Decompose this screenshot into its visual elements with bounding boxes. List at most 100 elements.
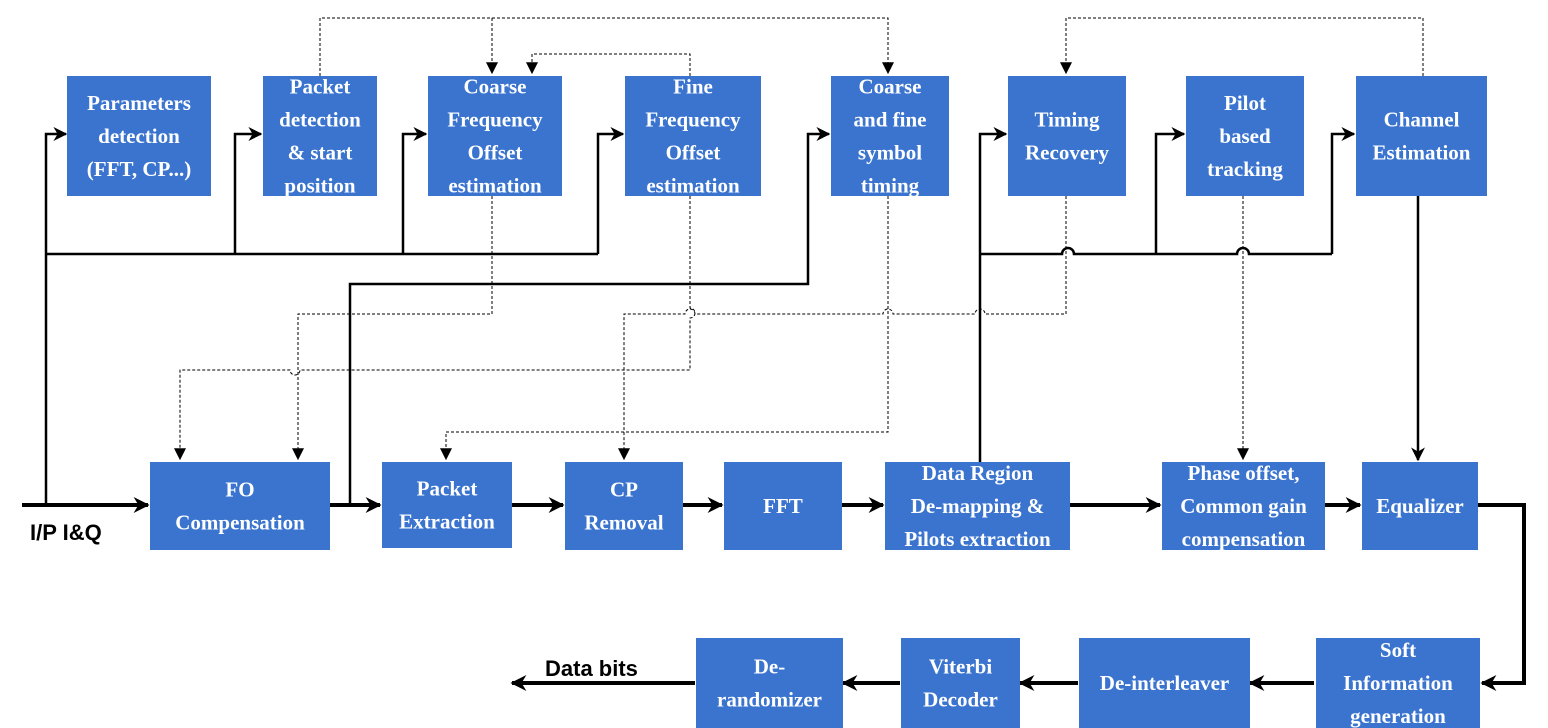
- block-phase-offset-line-3: compensation: [1182, 527, 1306, 551]
- block-params-line-2: detection: [98, 124, 180, 148]
- feedback-finefo-to-coarsefo: [526, 53, 691, 76]
- output-label: Data bits: [545, 656, 638, 681]
- block-symbol-timing-line-1: Coarse: [859, 75, 922, 99]
- block-packet-extract-line-2: Extraction: [399, 510, 495, 534]
- block-pilot-tracking-rect: [1186, 76, 1304, 196]
- input-label: I/P I&Q: [30, 520, 102, 545]
- block-soft-info-line-3: generation: [1350, 704, 1446, 728]
- block-deinterleaver-line-1: De-interleaver: [1100, 671, 1229, 695]
- block-params-line-1: Parameters: [87, 91, 191, 115]
- block-equalizer: Equalizer: [1362, 462, 1478, 550]
- block-data-region-rect: [885, 462, 1070, 550]
- block-params-rect: [67, 76, 211, 196]
- block-phase-offset: Phase offset, Common gain compensation: [1162, 461, 1325, 551]
- block-fine-fo-line-3: Offset: [666, 141, 721, 165]
- block-pilot-tracking: Pilot based tracking: [1186, 76, 1304, 196]
- block-deinterleaver-rect: [1079, 638, 1250, 728]
- block-timing-recovery-line-1: Timing: [1035, 108, 1100, 132]
- block-packet-extract-rect: [382, 462, 512, 548]
- block-cp-removal: CP Removal: [565, 462, 683, 550]
- block-data-region-line-1: Data Region: [922, 461, 1034, 485]
- block-soft-info-line-2: Information: [1343, 671, 1453, 695]
- block-cp-removal-line-1: CP: [610, 478, 638, 502]
- block-fo-comp-line-2: Compensation: [175, 511, 305, 535]
- block-cp-removal-rect: [565, 462, 683, 550]
- block-fft-rect: [724, 462, 842, 550]
- block-coarse-fo-rect: [428, 76, 562, 196]
- block-symbol-timing-rect: [831, 76, 949, 196]
- feedback-packet-to-symboltiming: [492, 17, 894, 75]
- bus-to-timingrecovery-arrow: [978, 127, 1008, 254]
- feedback-packet-to-coarsefo: [319, 17, 498, 76]
- block-packet-detect-line-2: detection: [279, 108, 361, 132]
- block-packet-detect-rect: [263, 76, 377, 196]
- block-soft-info-rect: [1316, 638, 1480, 728]
- block-pilot-tracking-line-1: Pilot: [1224, 91, 1266, 115]
- coarsefo-to-focomp-dotted: [292, 196, 493, 461]
- block-equalizer-rect: [1362, 462, 1478, 550]
- block-symbol-timing-line-3: symbol: [858, 141, 922, 165]
- block-packet-detect-line-3: & start: [288, 141, 353, 165]
- block-pilot-tracking-line-3: tracking: [1207, 157, 1283, 181]
- block-symbol-timing-line-2: and fine: [854, 108, 927, 132]
- bus-to-channelest-arrow: [1330, 127, 1356, 254]
- block-cp-removal-line-2: Removal: [584, 511, 663, 535]
- block-timing-recovery-rect: [1008, 76, 1126, 196]
- block-derandomizer-rect: [696, 638, 843, 728]
- bus-to-params-arrow: [44, 127, 68, 254]
- block-channel-est-line-2: Estimation: [1372, 141, 1470, 165]
- block-coarse-fo-line-1: Coarse: [464, 75, 527, 99]
- block-derandomizer-line-1: De-: [754, 655, 785, 679]
- block-soft-info-line-1: Soft: [1380, 638, 1416, 662]
- feedback-channelest-to-timing: [1060, 17, 1424, 76]
- block-coarse-fo-line-3: Offset: [468, 141, 523, 165]
- block-phase-offset-line-2: Common gain: [1180, 494, 1307, 518]
- block-packet-detect: Packet detection & start position: [263, 75, 377, 198]
- block-params: Parameters detection (FFT, CP...): [67, 76, 211, 196]
- block-fine-fo-line-1: Fine: [673, 75, 713, 99]
- block-fine-fo-line-4: estimation: [646, 174, 740, 198]
- blocks: Parameters detection (FFT, CP...) Packet det…: [67, 75, 1487, 728]
- block-fo-comp-rect: [150, 462, 330, 550]
- block-fine-fo-line-2: Frequency: [645, 108, 741, 132]
- block-packet-detect-line-1: Packet: [290, 75, 351, 99]
- bus-to-pilottracking-arrow: [1154, 127, 1186, 254]
- finefo-to-focomp-dotted: [174, 196, 696, 461]
- bus-to-finefo-arrow: [596, 127, 625, 254]
- symboltiming-to-packetextract-dotted: [440, 196, 889, 461]
- block-packet-extract-line-1: Packet: [417, 477, 478, 501]
- block-symbol-timing-line-4: timing: [861, 174, 920, 198]
- block-viterbi-rect: [901, 638, 1020, 728]
- block-fine-fo-rect: [625, 76, 761, 196]
- block-channel-est-rect: [1356, 76, 1487, 196]
- block-deinterleaver: De-interleaver: [1079, 638, 1250, 728]
- block-phase-offset-rect: [1162, 462, 1325, 550]
- block-symbol-timing: Coarse and fine symbol timing: [831, 75, 949, 198]
- block-params-line-3: (FFT, CP...): [87, 157, 191, 181]
- equalizer-to-soft-arrow: [1478, 503, 1526, 691]
- block-packet-detect-line-4: position: [284, 174, 356, 198]
- connectors: [22, 17, 1526, 691]
- focomp-to-symboltiming-arrow: [348, 127, 831, 505]
- block-viterbi-line-2: Decoder: [923, 688, 998, 712]
- block-derandomizer-line-2: randomizer: [717, 688, 822, 712]
- block-coarse-fo-line-2: Frequency: [447, 108, 543, 132]
- block-channel-est-line-1: Channel: [1384, 108, 1460, 132]
- bus-to-coarsefo-arrow: [401, 127, 428, 254]
- block-fft-line-1: FFT: [763, 494, 803, 518]
- block-fft: FFT: [724, 462, 842, 550]
- block-equalizer-line-1: Equalizer: [1376, 494, 1464, 518]
- block-timing-recovery-line-2: Recovery: [1025, 141, 1109, 165]
- block-pilot-tracking-line-2: based: [1219, 124, 1271, 148]
- block-phase-offset-line-1: Phase offset,: [1188, 461, 1300, 485]
